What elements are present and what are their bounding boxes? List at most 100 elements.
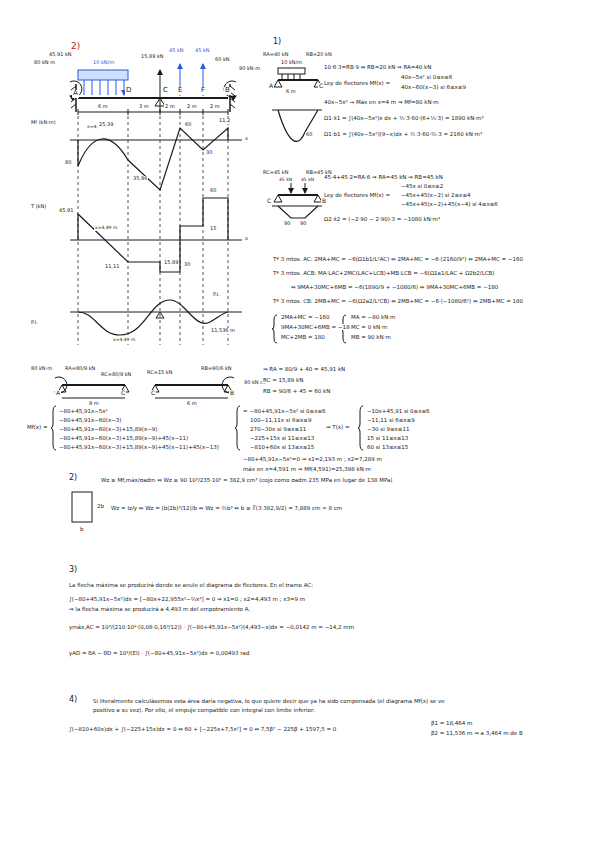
handwritten-text: yAD = θA − θD = 10³/(EI) · ∫(−80+45,91x−…: [68, 650, 250, 656]
handwritten-text: A: [55, 390, 61, 397]
handwritten-text: 45,91: [58, 208, 74, 214]
handwritten-text: ⇔ 9MA+30MC+6MB = −6(1890/9 + −1080/6) ⇔ …: [290, 284, 499, 290]
handwritten-text: C: [162, 87, 169, 95]
handwritten-text: 40x−5x² si 0≤x≤6: [400, 74, 453, 80]
handwritten-text: x=4,49 m: [112, 338, 136, 343]
handwritten-text: 90 kN·m: [238, 66, 261, 72]
handwritten-text: Tª 3 mtos. ACB: MA·LAC+2MC(LAC+LCB)+MB·L…: [272, 270, 496, 276]
handwritten-text: 45 kN: [168, 48, 185, 54]
handwritten-text: 40x−60(x−3) si 6≤x≤9: [400, 84, 467, 90]
handwritten-text: = −80+45,91x−5x² si 0≤x≤6: [242, 408, 327, 414]
handwritten-text: 90: [283, 221, 291, 227]
handwritten-text: 35,96: [132, 176, 148, 182]
handwritten-text: B: [224, 87, 231, 95]
handwritten-text: 2 m: [164, 104, 176, 110]
handwritten-text: 45 kN: [278, 178, 293, 183]
handwritten-text: B: [321, 198, 327, 205]
handwritten-text: 1): [272, 38, 282, 47]
handwritten-text: −45x si 0≤x≤2: [400, 183, 444, 189]
handwritten-text: 2b: [96, 503, 105, 509]
handwritten-text: máx en x=4,591 m ⇒ Mf(4,591)=25,398 kN·m: [242, 466, 372, 472]
handwritten-text: RB = 90/6 + 45 = 60 kN: [262, 388, 331, 394]
handwritten-text: 9 m: [88, 401, 100, 407]
handwritten-text: 15 si 11≤x≤13: [366, 435, 409, 441]
handwritten-text: 15,89: [163, 260, 179, 266]
handwritten-text: 45·4+45·2=RA·6 ⇒ RA=45 kN ⇒ RB=45 kN: [323, 174, 444, 180]
handwritten-text: 11,11: [104, 264, 120, 270]
handwritten-text: −80+45,91x−60(x−3)+15,89(x−9)+45(x−11): [58, 435, 189, 441]
handwritten-text: −30 si 9≤x≤11: [366, 426, 410, 432]
handwritten-text: Wz = Iz/y ⇔ Wz = (b(2b)³/12)/b ⇔ Wz = ⅔b…: [110, 505, 343, 511]
handwritten-text: 2MA+MC = −160: [280, 314, 330, 320]
handwritten-text: F: [200, 87, 206, 95]
handwritten-text: −80+45,91x−60(x−3): [58, 417, 122, 423]
handwritten-text: D: [125, 87, 132, 95]
handwritten-text: 80 kN·m: [33, 60, 56, 66]
handwritten-text: b: [79, 526, 85, 532]
handwritten-text: RC = 15,89 kN: [262, 377, 304, 383]
handwritten-text: C: [120, 390, 126, 397]
handwritten-text: 11,536 m: [210, 328, 236, 334]
handwritten-text: 60 kN: [214, 57, 231, 63]
handwritten-text: Tª 3 mtos. CB: 2MB+MC = −6(Ω2a2/L²CB) ⇔ …: [272, 298, 524, 304]
handwritten-text: RB=90/6 kN: [200, 366, 233, 372]
handwritten-text: Si literalmente calculásemos esta área d…: [92, 698, 446, 704]
handwritten-text: 30: [183, 262, 191, 268]
handwritten-text: B: [229, 390, 235, 397]
handwritten-text: β2 = 11,536 m ⇒ a 3,464 m de B: [430, 730, 524, 736]
handwritten-text: positivo a su vez). Por ello, el empuje …: [92, 707, 316, 713]
handwritten-text: 4): [68, 696, 78, 705]
handwritten-text: −225+15x si 11≤x≤13: [249, 435, 315, 441]
handwritten-text: C: [266, 198, 272, 205]
handwritten-text: 6 m: [285, 89, 297, 95]
handwritten-text: β1 = 18,464 m: [430, 720, 473, 726]
handwritten-text: RC=80/9 kN: [100, 372, 132, 378]
handwritten-text: P.I.: [212, 292, 221, 298]
handwritten-text: P.I.: [30, 320, 39, 326]
handwritten-text: ∫(−810+60x)dx + ∫(−225+15x)dx = 0 ⇔ 60 +…: [68, 726, 337, 732]
handwritten-text: ⇒ la flecha máxima se producirá a 4,493 …: [68, 606, 251, 612]
handwritten-text: 80 kN·m: [30, 366, 53, 372]
handwritten-text: T (kN): [30, 204, 47, 210]
handwritten-text: Wz ≥ Mf,máx/σadm ⇔ Wz ≥ 90·10³/235·10⁶ =…: [100, 477, 394, 483]
handwritten-text: 3): [68, 566, 78, 575]
handwritten-text: 45 kN: [300, 178, 315, 183]
handwritten-text: RA=80/9 kN: [64, 366, 96, 372]
handwritten-text: Ω1·x̄1 = ∫(40x−5x²)x dx + ½·3·60·(6+⅓·3)…: [323, 115, 485, 121]
handwritten-text: 60: [209, 188, 217, 194]
handwritten-text: −45x+45(x−2)+45(x−4) si 4≤x≤6: [400, 201, 499, 207]
handwritten-text: RC=15 kN: [146, 370, 174, 376]
handwritten-text: A: [268, 83, 274, 90]
handwritten-text: RC=45 kN: [262, 170, 290, 176]
handwritten-text: −10x+45,91 si 0≤x≤6: [366, 408, 431, 414]
handwritten-text: 90: [299, 221, 307, 227]
handwritten-text: 2): [70, 42, 81, 52]
handwritten-text: Mf(x) =: [26, 424, 49, 430]
handwritten-text: C: [318, 83, 324, 90]
handwritten-text: La flecha máxima se producirá donde se a…: [68, 582, 314, 588]
handwritten-text: 270−30x si 9≤x≤11: [249, 426, 307, 432]
handwritten-text: 45,91 kN: [48, 52, 73, 58]
handwritten-text: 80: [64, 160, 72, 166]
handwritten-text: x: [244, 136, 249, 142]
handwritten-text: −45x+45(x−2) si 2≤x≤4: [400, 192, 471, 198]
handwritten-text: MA = −80 kN·m: [350, 314, 396, 320]
handwritten-text: 9MA+30MC+6MB = −180: [280, 324, 354, 330]
handwritten-text: 60: [184, 122, 192, 128]
handwritten-text: 10·6·3=RB·9 ⇔ RB=20 kN ⇒ RA=40 kN: [323, 64, 432, 70]
handwritten-text: 10 kN/m: [92, 60, 115, 66]
handwritten-text: Ω2·x̄2 = (−2·90 − 2·90)·3 = −1080 kN·m³: [323, 216, 441, 222]
handwritten-text: ⇒ RA = 80/9 + 40 = 45,91 kN: [262, 366, 346, 372]
handwritten-text: −810+60x si 13≤x≤15: [249, 444, 315, 450]
handwritten-text: Mf (kN·m): [30, 120, 57, 126]
handwritten-text: 60 si 13≤x≤15: [366, 444, 409, 450]
handwritten-text: 15: [209, 226, 217, 232]
handwritten-text: MB = 90 kN·m: [350, 334, 392, 340]
handwritten-text: −80+45,91x−5x²: [58, 408, 109, 414]
handwritten-text: ∫(−80+45,91x−5x²)dx = [−80x+22,955x²−⅔x³…: [68, 596, 306, 602]
handwritten-text: −80+45,91x−60(x−3)+15,89(x−9)+45(x−11)+4…: [58, 444, 220, 450]
handwritten-text: 6 m: [186, 401, 198, 407]
handwritten-text: RA=40 kN: [262, 52, 289, 58]
handwritten-text: ymáx,AC = 10³/(210·10⁹·(0,08·0,16³/12)) …: [68, 624, 355, 630]
handwritten-text: 100−11,11x si 6≤x≤9: [249, 417, 312, 423]
